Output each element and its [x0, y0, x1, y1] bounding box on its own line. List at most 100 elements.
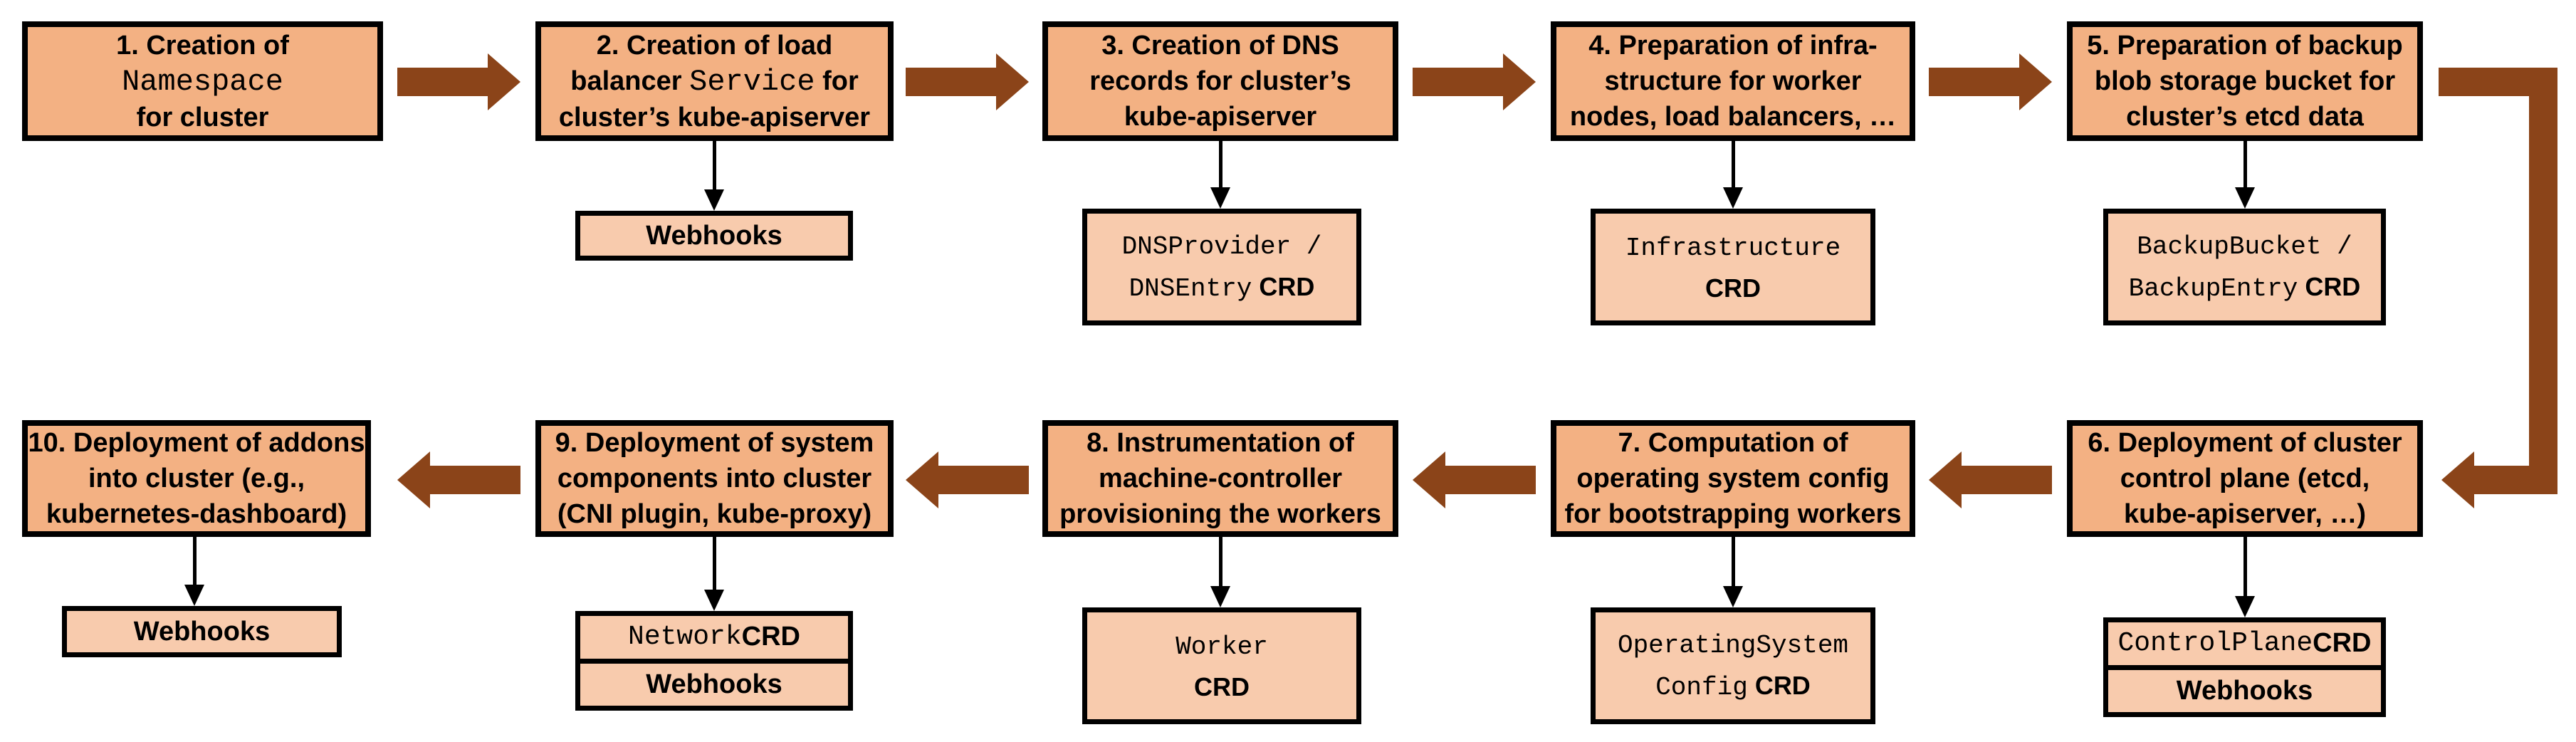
code-text: OperatingSystem: [1617, 631, 1849, 660]
crd-label: CRD: [1747, 671, 1811, 700]
step-8-title-line-1: 8. Instrumentation of: [1087, 425, 1354, 461]
step-2-box: 2. Creation of load balancer Service for…: [535, 21, 894, 141]
text: 8. Instrumentation of: [1087, 428, 1354, 458]
arrow-head-right-icon: [1503, 53, 1536, 110]
text: (CNI plugin, kube-proxy): [557, 499, 872, 529]
step-1-title-line-2: Namespace: [122, 63, 283, 100]
step-4-box: 4. Preparation of infra- structure for w…: [1551, 21, 1915, 141]
text: kube-apiserver: [1124, 102, 1317, 132]
arrow-body: [1413, 68, 1503, 96]
connector-arrowhead-icon: [1723, 187, 1743, 209]
text: Webhooks: [646, 221, 782, 251]
arrow-body: [1445, 466, 1536, 494]
connector-arrowhead-icon: [1210, 187, 1230, 209]
step-7-title-line-3: for bootstrapping workers: [1565, 496, 1902, 532]
artifact-text-line: Worker: [1176, 625, 1268, 667]
step-7-box: 7. Computation of operating system confi…: [1551, 420, 1915, 537]
connector-arrowhead-icon: [1723, 586, 1743, 607]
artifact-text-line: Webhooks: [134, 612, 270, 652]
connector-arrowhead-icon: [1210, 586, 1230, 607]
step-4-title-line-2: structure for worker: [1604, 63, 1861, 99]
crd-label: CRD: [741, 622, 800, 652]
artifact-step-9-webhooks: Webhooks: [580, 658, 848, 706]
code-text: Config: [1655, 673, 1748, 702]
arrow-head-left-icon: [1413, 451, 1445, 508]
artifact-step-2-webhooks: Webhooks: [575, 211, 853, 261]
step-3-title-line-3: kube-apiserver: [1124, 99, 1316, 135]
text: 2. Creation of load: [596, 30, 833, 61]
code-text: Network: [628, 622, 742, 653]
code-text: DNSEntry: [1129, 274, 1252, 303]
connector-line: [2243, 141, 2247, 187]
arrow-body: [1962, 466, 2052, 494]
crd-label: CRD: [1194, 672, 1250, 701]
text: 9. Deployment of system: [555, 428, 874, 458]
text: 4. Preparation of infra-: [1588, 31, 1878, 61]
artifact-text-line: CRD: [1194, 667, 1250, 707]
connector-arrowhead-icon: [184, 585, 204, 606]
code-text: Infrastructure: [1625, 233, 1841, 263]
text: 5. Preparation of backup: [2087, 31, 2403, 61]
text: blob storage bucket for: [2094, 66, 2396, 96]
text: 6. Deployment of cluster: [2088, 428, 2402, 458]
step-10-title-line-1: 10. Deployment of addons: [28, 425, 365, 461]
text: records for cluster’s: [1089, 66, 1351, 96]
step-4-title-line-3: nodes, load balancers, …: [1570, 99, 1896, 135]
artifact-step-8-worker-crd: Worker CRD: [1082, 607, 1361, 724]
arrow-head-right-icon: [996, 53, 1029, 110]
code-text: ControlPlane: [2117, 628, 2313, 659]
crd-label: CRD: [1252, 272, 1315, 301]
text: 3. Creation of DNS: [1101, 31, 1339, 61]
artifact-step-5-backup-crd: BackupBucket / BackupEntry CRD: [2103, 209, 2386, 325]
artifact-step-10-webhooks: Webhooks: [62, 606, 342, 657]
artifact-text-line: BackupBucket /: [2137, 225, 2352, 267]
text: for: [815, 66, 859, 96]
connector-line: [1219, 537, 1222, 586]
artifact-text-line: DNSEntry CRD: [1129, 267, 1315, 309]
connector-line: [2243, 537, 2247, 596]
code-text: Namespace: [122, 64, 283, 99]
connector-line: [193, 537, 197, 585]
step-5-title-line-3: cluster’s etcd data: [2126, 99, 2364, 135]
text: control plane (etcd,: [2120, 464, 2370, 493]
connector-arrowhead-icon: [2235, 596, 2255, 617]
step-9-title-line-3: (CNI plugin, kube-proxy): [557, 496, 871, 532]
step-3-title-line-2: records for cluster’s: [1089, 63, 1351, 99]
arrow-body: [938, 466, 1029, 494]
elbow-bottom-bar: [2474, 466, 2557, 494]
arrow-body: [430, 466, 520, 494]
artifact-text-line: DNSProvider /: [1122, 225, 1322, 267]
step-5-title-line-2: blob storage bucket for: [2095, 63, 2395, 99]
text: components into cluster: [557, 464, 872, 493]
connector-line: [1732, 537, 1735, 586]
code-text: BackupEntry: [2128, 274, 2298, 303]
text: cluster’s etcd data: [2126, 102, 2364, 132]
artifact-step-6-controlplane-crd: ControlPlane CRD: [2108, 622, 2381, 665]
text: 10. Deployment of addons: [28, 428, 365, 458]
arrow-body: [397, 68, 488, 96]
step-9-title-line-2: components into cluster: [557, 461, 871, 496]
text: Webhooks: [646, 669, 782, 699]
crd-label: CRD: [1705, 273, 1761, 303]
arrow-head-left-icon: [397, 451, 430, 508]
connector-arrowhead-icon: [704, 189, 724, 211]
arrow-head-right-icon: [488, 53, 520, 110]
step-10-title-line-2: into cluster (e.g.,: [88, 461, 305, 496]
artifact-step-9-stack: Network CRD Webhooks: [575, 611, 853, 711]
text: into cluster (e.g.,: [88, 464, 305, 493]
text: for cluster: [136, 102, 269, 132]
artifact-text-line: Webhooks: [646, 216, 782, 256]
step-10-box: 10. Deployment of addons into cluster (e…: [22, 420, 371, 537]
step-9-title-line-1: 9. Deployment of system: [555, 425, 874, 461]
step-7-title-line-1: 7. Computation of: [1618, 425, 1848, 461]
code-text: Worker: [1176, 632, 1268, 662]
connector-line: [713, 537, 716, 590]
code-text: BackupBucket /: [2137, 232, 2352, 261]
text: provisioning the workers: [1059, 499, 1381, 529]
arrow-body: [906, 68, 996, 96]
code-text: DNSProvider /: [1121, 232, 1322, 261]
step-3-title-line-1: 3. Creation of DNS: [1101, 28, 1339, 63]
artifact-text-line: CRD: [1705, 268, 1761, 308]
connector-arrowhead-icon: [2235, 187, 2255, 209]
